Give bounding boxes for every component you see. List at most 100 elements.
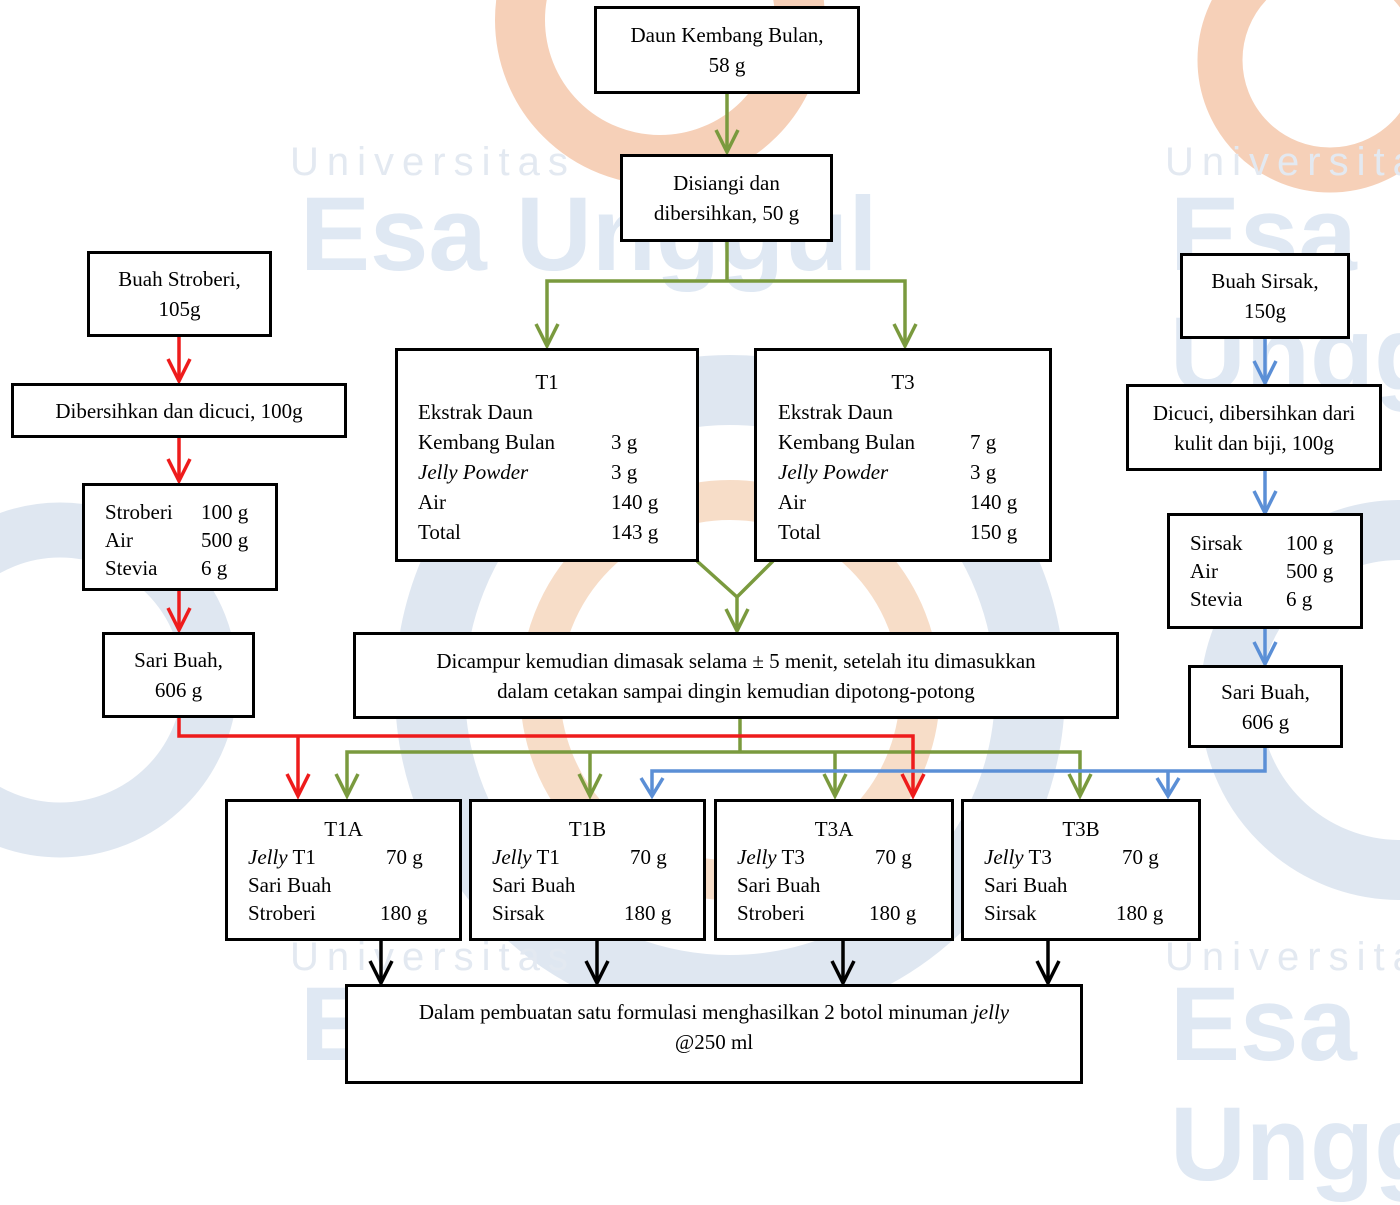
- watermark-text-universitas-bottom-right: Universitas: [1165, 935, 1400, 979]
- dibersihkan-box: Dibersihkan dan dicuci, 100g: [11, 383, 347, 438]
- daun-kembang-bulan-box: Daun Kembang Bulan, 58 g: [594, 6, 860, 94]
- formula-jelly-qty: 70 g: [630, 845, 667, 869]
- formula-title: T3B: [1062, 817, 1100, 841]
- buah-sirsak-line2: 150g: [1244, 299, 1286, 323]
- blue-arrows: [639, 338, 1278, 800]
- formula-jelly-qty: 70 g: [1122, 845, 1159, 869]
- buah-stroberi-line2: 105g: [158, 297, 201, 321]
- disiangi-box: Disiangi dan dibersihkan, 50 g: [620, 154, 833, 242]
- bahan-qty: 500 g: [201, 528, 249, 552]
- hasil-box: Dalam pembuatan satu formulasi menghasil…: [345, 984, 1083, 1084]
- t1-ekstrak-qty: 3 g: [611, 430, 638, 454]
- formula-t3a-box: T3A Jelly T3 70 g Sari Buah Stroberi 180…: [714, 799, 954, 941]
- t1-air-qty: 140 g: [611, 490, 659, 514]
- formula-sari: Sari Buah: [248, 873, 332, 897]
- daun-line1: Daun Kembang Bulan,: [630, 23, 824, 47]
- t1-ekstrak-label: Ekstrak Daun: [418, 400, 533, 424]
- bahan-qty: 100 g: [1286, 531, 1334, 555]
- bahan-name: Stevia: [1190, 587, 1243, 611]
- t1-total-qty: 143 g: [611, 520, 659, 544]
- bahan-name: Air: [1190, 559, 1218, 583]
- formula-fruit-qty: 180 g: [869, 901, 917, 925]
- t1-box: T1 Ekstrak Daun Kembang Bulan 3 g Jelly …: [395, 348, 699, 562]
- daun-line2: 58 g: [708, 53, 746, 77]
- sari-sirsak-box: Sari Buah, 606 g: [1188, 665, 1343, 748]
- bahan-name: Stevia: [105, 556, 158, 580]
- disiangi-line2: dibersihkan, 50 g: [653, 201, 800, 225]
- formula-t1a-box: T1A Jelly T1 70 g Sari Buah Stroberi 180…: [225, 799, 462, 941]
- formula-title: T1B: [568, 817, 607, 841]
- t3-ekstrak-qty: 7 g: [970, 430, 997, 454]
- t3-ekstrak-label: Ekstrak Daun: [778, 400, 893, 424]
- buah-stroberi-line1: Buah Stroberi,: [118, 267, 241, 291]
- sari-stroberi-line1: Sari Buah,: [134, 648, 223, 672]
- hasil-line1: Dalam pembuatan satu formulasi menghasil…: [418, 1000, 1010, 1024]
- t3-air-label: Air: [778, 490, 806, 514]
- formula-sari: Sari Buah: [737, 873, 821, 897]
- t3-air-qty: 140 g: [970, 490, 1018, 514]
- dicuci-box: Dicuci, dibersihkan dari kulit dan biji,…: [1126, 384, 1382, 471]
- t3-total-qty: 150 g: [970, 520, 1018, 544]
- bahan-qty: 100 g: [201, 500, 249, 524]
- red-arrows: [166, 336, 926, 800]
- formula-jelly: Jelly T3: [984, 845, 1052, 869]
- t3-ekstrak-label2: Kembang Bulan: [778, 430, 916, 454]
- watermark-text-universitas: Universitas: [290, 140, 576, 184]
- formula-title: T1A: [324, 817, 363, 841]
- t3-total-label: Total: [778, 520, 821, 544]
- formula-jelly: Jelly T1: [492, 845, 560, 869]
- formula-sari: Sari Buah: [492, 873, 576, 897]
- connector-arrows: [166, 93, 1278, 987]
- sari-sirsak-line1: Sari Buah,: [1221, 679, 1310, 704]
- bahan-name: Stroberi: [105, 500, 173, 524]
- bahan-qty: 6 g: [1286, 587, 1313, 611]
- formula-fruit: Sirsak: [492, 901, 545, 925]
- t1-total-label: Total: [418, 520, 461, 544]
- t3-box: T3 Ekstrak Daun Kembang Bulan 7 g Jelly …: [754, 348, 1052, 562]
- bahan-qty: 6 g: [201, 556, 228, 580]
- formula-sari: Sari Buah: [984, 873, 1068, 897]
- formula-fruit: Stroberi: [248, 901, 316, 925]
- hasil-line2: @250 ml: [674, 1030, 754, 1054]
- sari-sirsak-line2: 606 g: [1241, 709, 1290, 734]
- disiangi-line1: Disiangi dan: [673, 171, 780, 195]
- bahan-qty: 500 g: [1286, 559, 1334, 583]
- dicuci-line1: Dicuci, dibersihkan dari: [1152, 400, 1356, 425]
- t1-air-label: Air: [418, 490, 446, 514]
- stroberi-bahan-box: Stroberi 100 g Air 500 g Stevia 6 g: [82, 483, 278, 591]
- formula-fruit-qty: 180 g: [380, 901, 428, 925]
- green-arrows: [334, 93, 1093, 800]
- bahan-name: Sirsak: [1190, 531, 1243, 555]
- dicampur-box: Dicampur kemudian dimasak selama ± 5 men…: [353, 632, 1119, 719]
- dicampur-line1: Dicampur kemudian dimasak selama ± 5 men…: [436, 648, 1036, 673]
- formula-jelly: Jelly T1: [248, 845, 316, 869]
- sari-stroberi-box: Sari Buah, 606 g: [102, 632, 255, 718]
- t1-jelly-qty: 3 g: [611, 460, 638, 484]
- formula-fruit: Stroberi: [737, 901, 805, 925]
- formula-t3b-box: T3B Jelly T3 70 g Sari Buah Sirsak 180 g: [961, 799, 1201, 941]
- formula-t1b-box: T1B Jelly T1 70 g Sari Buah Sirsak 180 g: [469, 799, 706, 941]
- watermark-text-universitas-bottom: Universitas: [290, 935, 576, 979]
- sari-stroberi-line2: 606 g: [154, 678, 203, 702]
- formula-fruit-qty: 180 g: [624, 901, 672, 925]
- formula-fruit: Sirsak: [984, 901, 1037, 925]
- sirsak-bahan-box: Sirsak 100 g Air 500 g Stevia 6 g: [1167, 513, 1363, 629]
- formula-jelly-qty: 70 g: [386, 845, 423, 869]
- buah-stroberi-box: Buah Stroberi, 105g: [87, 251, 272, 337]
- formula-jelly: Jelly T3: [737, 845, 805, 869]
- formula-jelly-qty: 70 g: [875, 845, 912, 869]
- t1-jelly-label: Jelly Powder: [418, 460, 529, 484]
- buah-sirsak-box: Buah Sirsak, 150g: [1180, 253, 1350, 339]
- t1-ekstrak-label2: Kembang Bulan: [418, 430, 556, 454]
- t1-title: T1: [535, 370, 559, 394]
- t3-jelly-qty: 3 g: [970, 460, 997, 484]
- watermark-text-universitas-right: Universitas: [1165, 140, 1400, 184]
- formula-fruit-qty: 180 g: [1116, 901, 1164, 925]
- black-arrows: [368, 940, 1061, 987]
- dibersihkan-text: Dibersihkan dan dicuci, 100g: [55, 398, 303, 423]
- formula-title: T3A: [814, 817, 854, 841]
- dicampur-line2: dalam cetakan sampai dingin kemudian dip…: [497, 678, 975, 703]
- t3-jelly-label: Jelly Powder: [778, 460, 889, 484]
- dicuci-line2: kulit dan biji, 100g: [1174, 430, 1334, 455]
- bahan-name: Air: [105, 528, 133, 552]
